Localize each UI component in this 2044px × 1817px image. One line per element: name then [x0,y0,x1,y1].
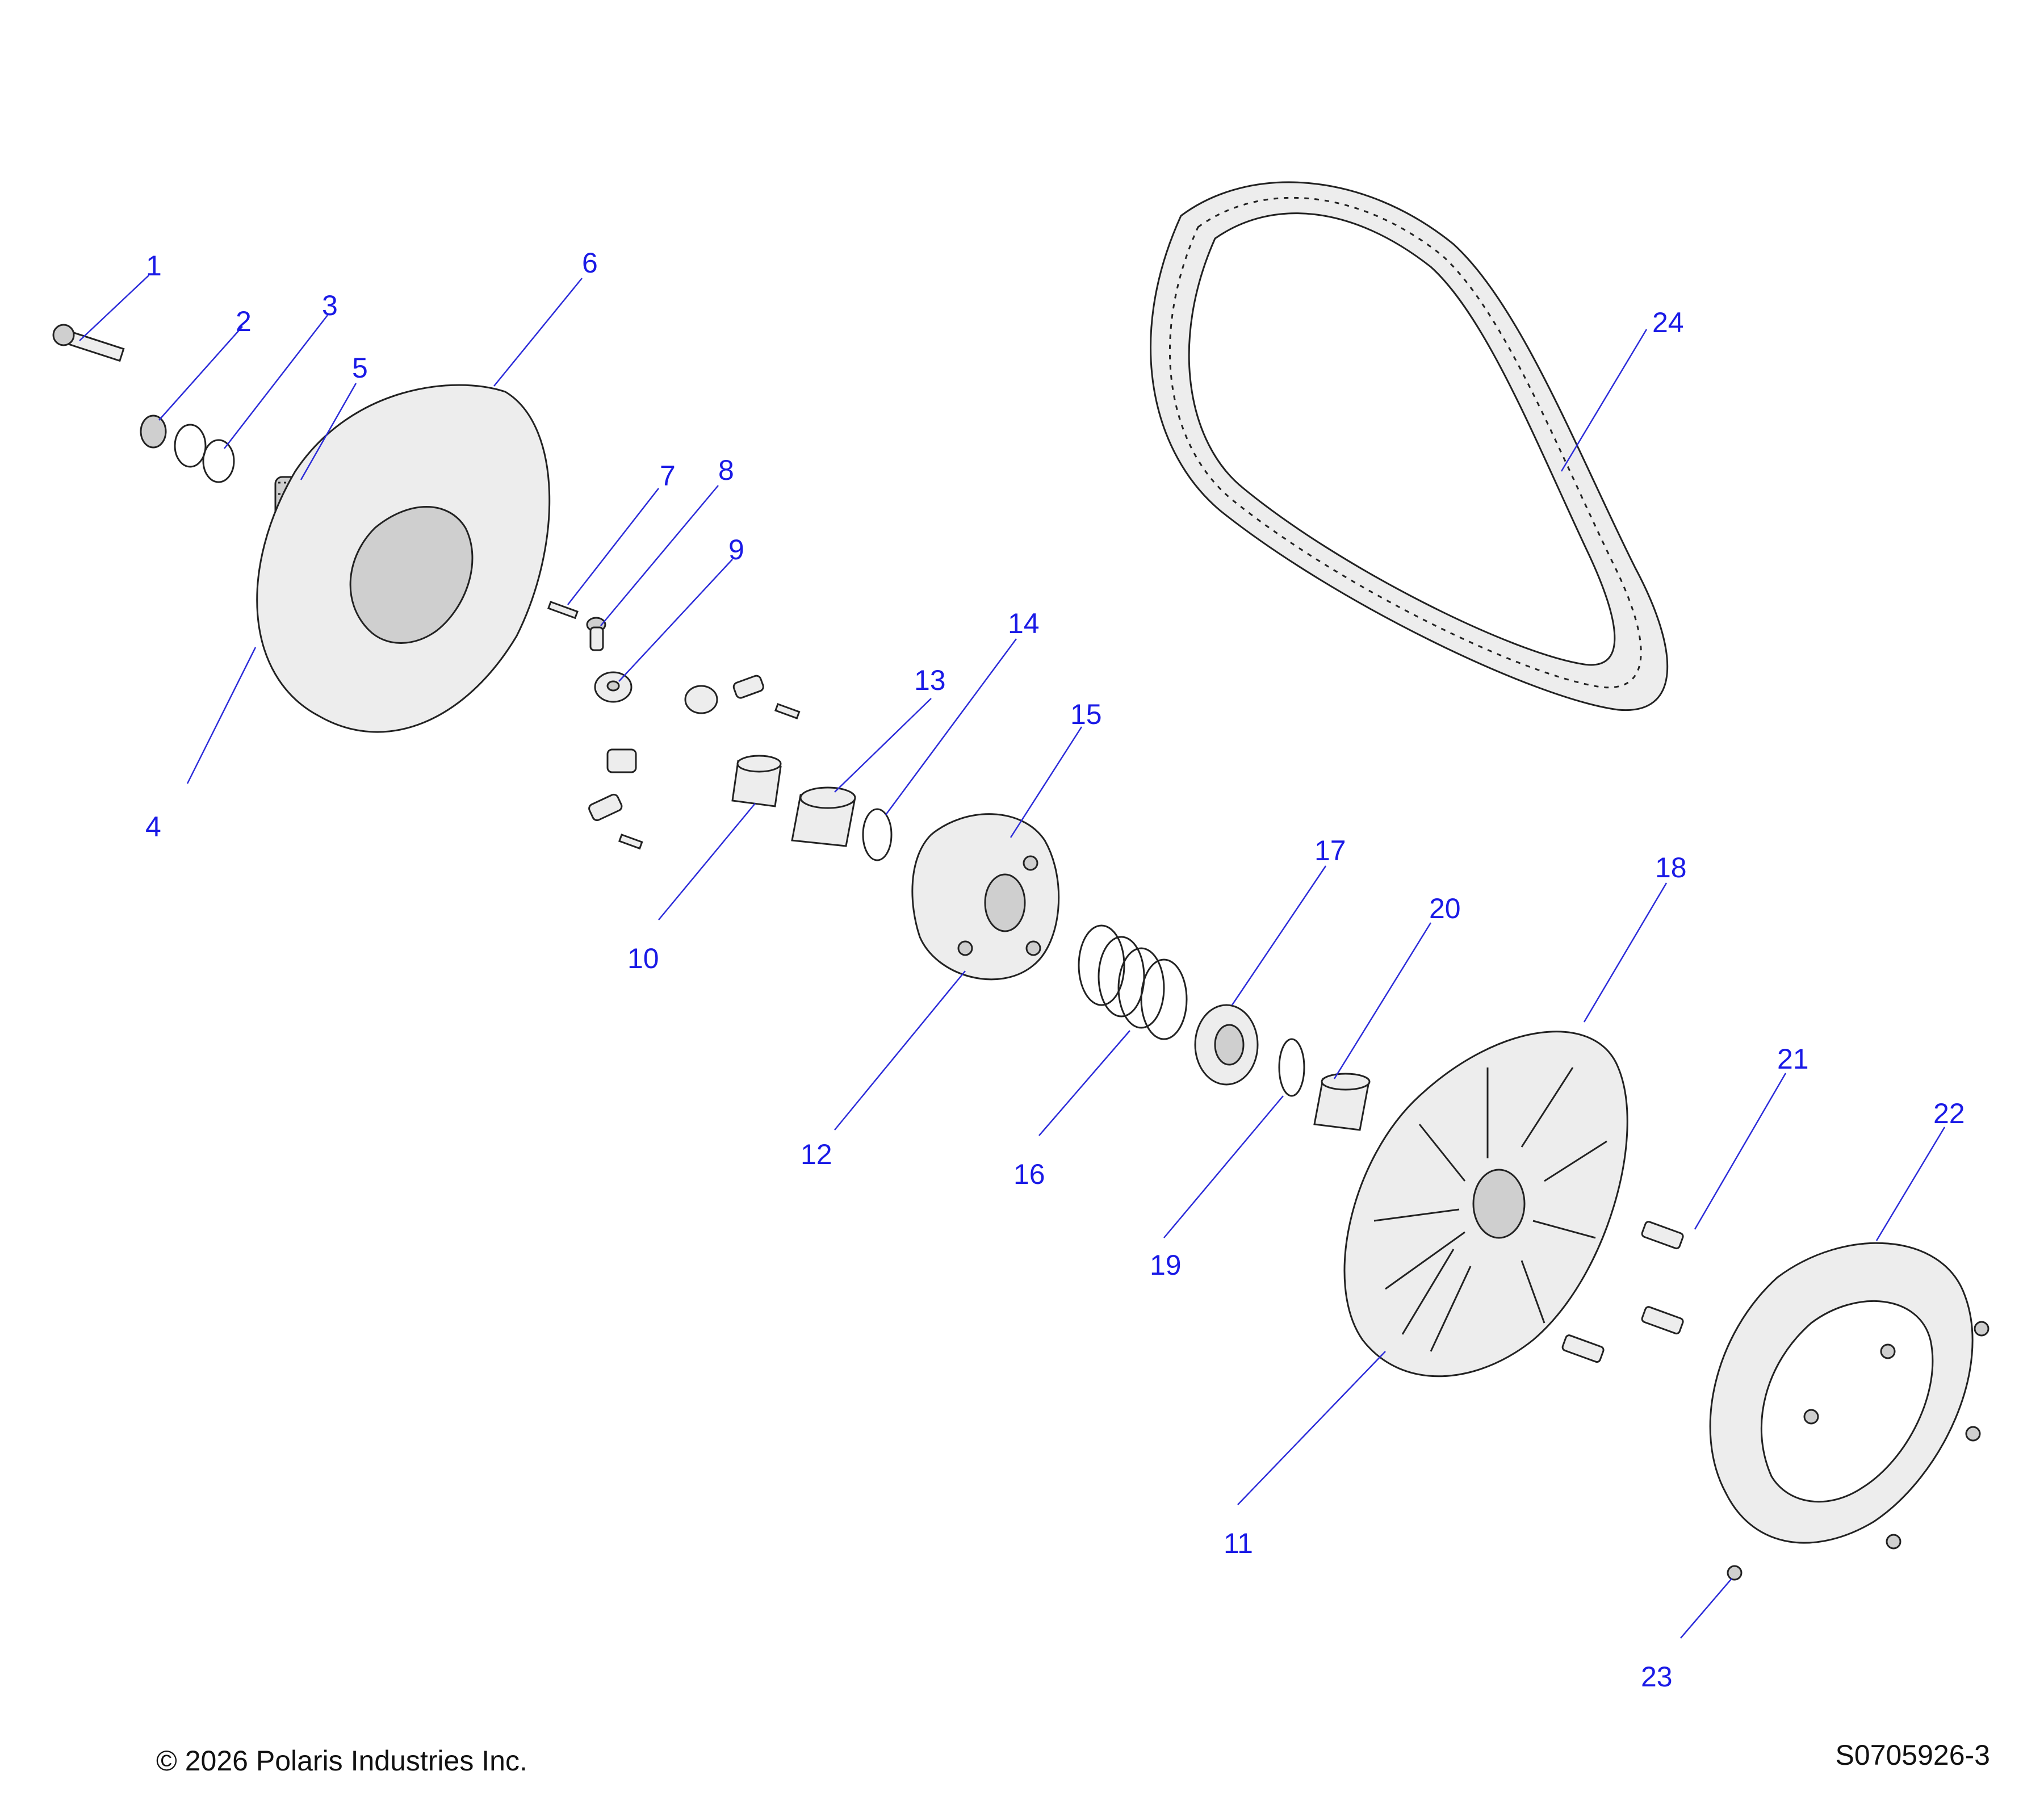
callout-1: 1 [146,250,162,282]
snap-ring [862,808,893,861]
callout-18: 18 [1655,852,1687,884]
spider [911,813,1060,981]
fixed-sheave [256,384,551,733]
callout-2: 2 [236,305,252,337]
callout-11: 11 [1224,1527,1253,1559]
dowel-pin [547,601,579,619]
bushing-small [731,755,782,807]
callout-3: 3 [322,290,338,321]
retaining-ring [1278,1038,1305,1097]
callout-20: 20 [1429,893,1461,924]
leader-lines [79,275,1946,1639]
callout-15: 15 [1070,698,1102,730]
spring [1078,924,1188,1040]
cover-bolts [1561,1221,1684,1363]
callout-9: 9 [728,534,744,566]
bolt [52,324,125,362]
cover-screws [1727,1321,1989,1581]
callout-6: 6 [582,247,598,279]
bushing-movable [1313,1073,1371,1131]
roller [594,671,633,703]
callout-7: 7 [660,460,676,492]
drawing-number: S0705926-3 [1835,1739,1990,1771]
callout-14: 14 [1008,608,1040,639]
callout-17: 17 [1314,835,1346,866]
weight-pin [586,617,606,651]
bushing-large [791,786,856,847]
roller-set [588,675,801,850]
callouts: 1 2 3 4 5 6 7 8 9 10 11 12 13 14 15 16 1… [145,247,1965,1693]
washer [140,415,167,449]
bearing [1194,1004,1259,1086]
callout-4: 4 [145,811,161,843]
copyright-notice: © 2026 Polaris Industries Inc. [156,1745,527,1777]
movable-sheave [1343,1031,1628,1378]
drive-belt [1150,181,1669,711]
callout-24: 24 [1652,307,1684,338]
callout-22: 22 [1933,1098,1965,1129]
callout-21: 21 [1777,1043,1809,1075]
callout-19: 19 [1150,1249,1182,1281]
cover-plate [1709,1242,1974,1544]
callout-12: 12 [801,1138,832,1170]
callout-10: 10 [627,943,659,974]
callout-8: 8 [718,454,734,486]
callout-23: 23 [1641,1661,1673,1693]
callout-13: 13 [914,664,946,696]
callout-5: 5 [352,352,368,384]
callout-16: 16 [1013,1158,1045,1190]
shim-rings [174,424,235,483]
